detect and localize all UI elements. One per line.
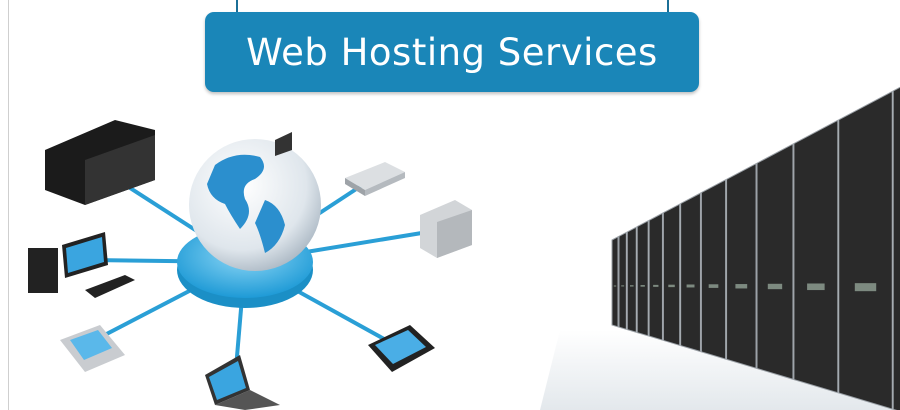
server-rack [892,86,900,410]
title-banner: Web Hosting Services [205,12,699,92]
rack-indicator-light [640,285,645,287]
banner-hanger-right [667,0,669,14]
rack-indicator-light [807,283,825,291]
server-rack [626,226,637,333]
server-rack [648,212,663,341]
server-rack [611,235,619,328]
rack-indicator-light [767,283,783,290]
server-rack [662,203,681,346]
network-storage-icon [420,200,472,258]
server-rack [636,220,649,337]
rack-indicator-light [653,284,659,287]
desktop-computer-icon [28,232,135,298]
rack-indicator-light [686,284,695,288]
banner-hanger-left [236,0,238,14]
rack-indicator-light [668,284,675,288]
server-rack [726,162,757,369]
rack-indicator-light [621,285,625,287]
server-rack [680,192,701,353]
server-rack [700,178,727,360]
rack-indicator-light [854,283,877,292]
server-rack [756,143,794,380]
monitor-icon [275,132,292,156]
rack-indicator-light [735,284,748,289]
tablet-icon [368,325,435,372]
banner-title: Web Hosting Services [246,30,658,74]
frame-border [8,0,9,410]
router-icon [345,162,405,196]
server-rack [618,231,627,330]
laptop-icon [205,355,280,410]
server-racks [611,86,900,410]
globe-continents [207,154,285,253]
server-rack [793,119,839,394]
rack-indicator-light [613,285,617,287]
rack-indicator-light [629,285,634,287]
server-tower-icon [45,120,155,205]
tablet-device-icon [60,325,125,372]
server-rack [838,90,893,410]
rack-indicator-light [708,284,719,288]
